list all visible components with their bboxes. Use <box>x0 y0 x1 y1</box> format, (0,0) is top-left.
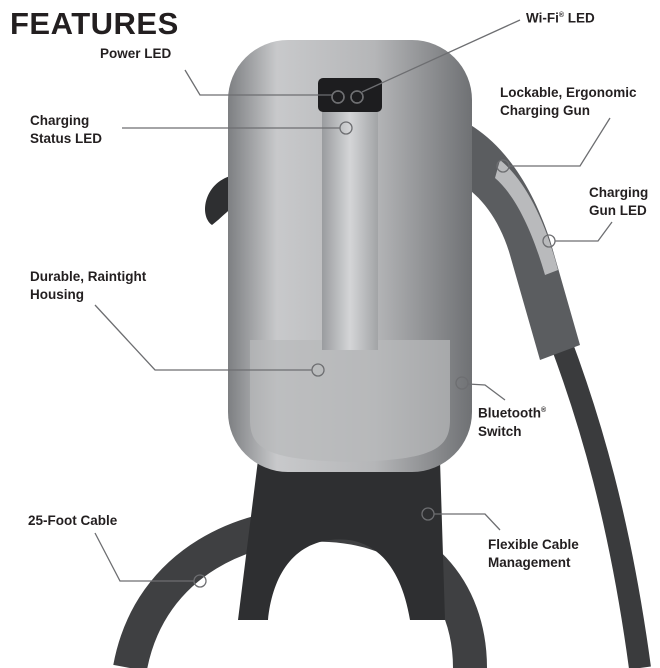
label-line: Gun LED <box>589 203 647 218</box>
label-wifi-led: Wi-Fi® LED <box>526 7 595 28</box>
label-bluetooth-switch: Bluetooth®Switch <box>478 402 546 441</box>
page-title: FEATURES <box>10 6 179 41</box>
label-line: Switch <box>478 423 522 439</box>
label-line: Management <box>488 555 571 570</box>
charging-gun <box>462 120 580 360</box>
gun-cable <box>549 336 651 668</box>
label-power-led: Power LED <box>100 46 172 61</box>
label-line: Charging <box>589 185 649 200</box>
label-line: Charging <box>30 113 90 128</box>
center-stripe <box>322 110 378 350</box>
label-line: Lockable, Ergonomic <box>500 85 637 100</box>
label-line: Bluetooth® <box>478 402 546 423</box>
cable-management-bracket <box>238 460 445 620</box>
label-line: Durable, Raintight <box>30 269 147 284</box>
callout-lines <box>94 19 613 588</box>
label-line: Charging Gun <box>500 103 590 118</box>
label-cable: 25-Foot Cable <box>28 513 118 528</box>
registered-mark: ® <box>558 12 565 19</box>
registered-mark: ® <box>541 407 547 414</box>
label-line: Flexible Cable <box>488 537 579 552</box>
label-line: Housing <box>30 287 84 302</box>
label-line: Status LED <box>30 131 103 146</box>
led-panel <box>318 78 382 112</box>
bluetooth-text: Bluetooth <box>478 405 541 421</box>
wifi-suffix: LED <box>564 10 595 26</box>
wifi-text: Wi-Fi <box>526 10 559 26</box>
